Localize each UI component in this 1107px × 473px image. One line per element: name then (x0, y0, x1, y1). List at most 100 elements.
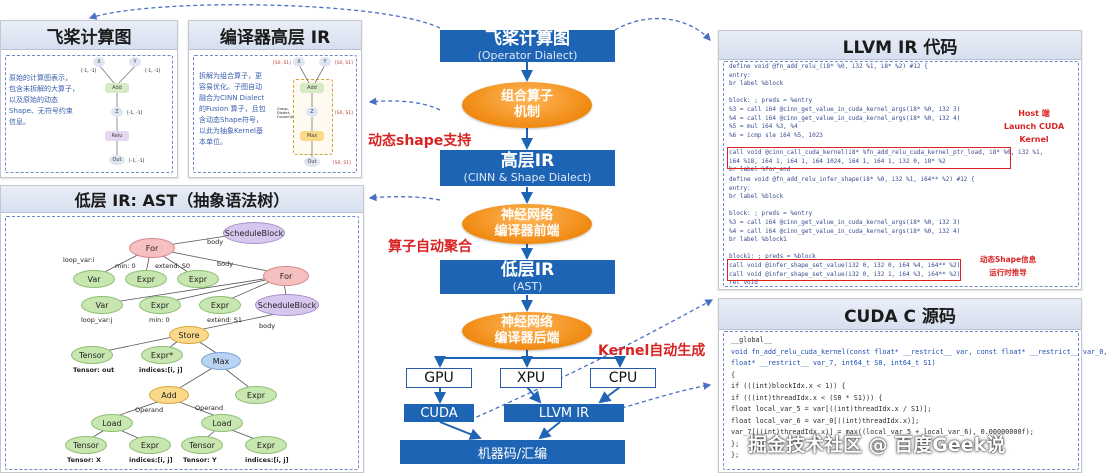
llvm-line: call void @infer_shape_set_value(i32 0, … (729, 270, 961, 278)
ast-label-operand2: Operand (195, 404, 224, 412)
ir-node-z: Z (306, 107, 318, 117)
llvm-shape-highlight (727, 259, 961, 281)
cuda-panel: CUDA C 源码 __global__ void fn_add_relu_cu… (718, 298, 1107, 473)
cuda-line: }; (731, 439, 740, 448)
ast-expr-ext2: Expr (199, 296, 241, 314)
ir-dim-z: [S0, S1] (335, 111, 353, 116)
ast-label-body1: body (207, 238, 224, 246)
ast-schedule-block-top: ScheduleBlock (223, 222, 285, 244)
ast-expr-idx2: Expr (245, 436, 287, 454)
dim-x: [-1, -1] (81, 69, 97, 74)
ir-node-add: Add (300, 83, 324, 93)
llvm-line: %5 = mul i64 %3, %4 (729, 123, 798, 131)
ast-for-inner: For (263, 266, 309, 286)
node-x: X (93, 57, 105, 67)
ast-schedule-block: ScheduleBlock (255, 294, 319, 316)
cuda-line: void fn_add_relu_cuda_kernel(const float… (731, 347, 1107, 356)
node-z: Z (111, 107, 123, 117)
ir-node-max: Max (300, 131, 324, 141)
cinn-ir-note: 拆解为组合算子，更 容易优化。子图自动 融合为CINN Dialect 的Fus… (199, 72, 266, 146)
cinn-ir-frame (193, 55, 357, 173)
cuda-line: }; (731, 451, 740, 459)
ast-label-body2: body (217, 260, 234, 268)
cuda-line: var_7[((int)threadIdx.x)] = max((local_v… (731, 428, 1034, 436)
paddle-graph-frame (5, 55, 173, 173)
ast-expr-zero: Expr (235, 386, 277, 404)
paddle-graph-note: 原始的计算图表示， 包含未拆解的大算子， 以及原始的动态 Shape、无符号约束… (9, 74, 79, 126)
ast-label-min0: min: 0 (115, 262, 136, 270)
codegen-cuda: CUDA (404, 404, 474, 422)
llvm-line: ret void (729, 279, 758, 287)
ast-label-tensor-out: Tensor: out (73, 366, 115, 374)
ast-frame (5, 216, 359, 470)
cuda-title: CUDA C 源码 (719, 299, 1081, 330)
node-out: Out (109, 155, 125, 165)
ir-node-y: Y (319, 57, 331, 67)
ast-label-operand1: Operand (135, 406, 164, 414)
cuda-line: if (((int)blockIdx.x < 1)) { (731, 382, 846, 390)
ast-label-indices2: indices:[i, j] (129, 456, 173, 464)
paddle-graph-panel: 飞桨计算图 原始的计算图表示， 包含未拆解的大算子， 以及原始的动态 Shape… (0, 20, 178, 178)
ir-node-x: X (293, 57, 305, 67)
ast-expr-idx1: Expr (129, 436, 171, 454)
ast-max: Max (201, 352, 241, 370)
llvm-line: define void @fn_add_relu_infer_shape(i8*… (729, 176, 975, 183)
dim-z: [-1, -1] (127, 111, 143, 116)
llvm-line: br label %block1 (729, 236, 787, 244)
llvm-line: define void @fn_add_relu_(i8* %0, i32 %1… (729, 63, 928, 70)
ast-label-loop-var-j: loop_var:j (81, 316, 113, 324)
llvm-line: br label %for_end (729, 166, 791, 174)
ir-dim-x: [S0, S1] (273, 61, 291, 66)
llvm-ir-frame (723, 61, 1079, 287)
ast-tensor-x: Tensor (65, 436, 107, 454)
ast-store: Store (169, 326, 209, 344)
llvm-line: br label %block (729, 80, 784, 88)
ast-var-j: Var (81, 296, 123, 314)
cinn-ir-panel: 编译器高层 IR 拆解为组合算子，更 容易优化。子图自动 融合为CINN Dia… (188, 20, 362, 178)
cinn-ir-edges (298, 64, 326, 157)
llvm-line: %4 = call i64 @cinn_get_value_in_cuda_ke… (729, 114, 961, 122)
ast-load-1: Load (91, 414, 133, 432)
ast-label-loop-var-i: loop_var:i (63, 256, 95, 264)
llvm-line: i64 %18, i64 1, i64 1, i64 1024, i64 1, … (729, 157, 946, 165)
label-auto-fusion: 算子自动聚合 (388, 239, 472, 255)
target-xpu: XPU (500, 368, 562, 388)
pipeline-backend: 神经网络 编译器后端 (462, 312, 592, 350)
ast-var-i: Var (73, 270, 115, 288)
ast-label-tensor-y: Tensor: Y (183, 456, 217, 464)
dim-out: [-1, -1] (129, 159, 145, 164)
label-dynamic-shape: 动态shape支持 (368, 133, 472, 149)
llvm-ir-panel: LLVM IR 代码 define void @fn_add_relu_(i8*… (718, 30, 1082, 290)
ast-label-indices1: indices:[i, j] (139, 366, 183, 374)
target-gpu: GPU (406, 368, 472, 388)
pipeline-high-ir: 高层IR (CINN & Shape Dialect) (440, 150, 615, 186)
ast-tensor-y: Tensor (181, 436, 223, 454)
node-relu: Relu (105, 131, 129, 141)
cuda-line: float local_var_5 = var[((int)threadIdx.… (731, 405, 932, 413)
cuda-frame (723, 331, 1079, 470)
ast-for-top: For (129, 238, 175, 258)
pipeline-frontend: 神经网络 编译器前端 (462, 204, 592, 244)
pipeline-paddle-graph: 飞桨计算图 (Operator Dialect) (440, 29, 615, 62)
ast-title: 低层 IR: AST（抽象语法树） (1, 186, 363, 213)
llvm-line: block1: ; preds = %block (729, 253, 816, 261)
llvm-line: entry: (729, 184, 751, 192)
paddle-graph-edges (98, 64, 137, 155)
ast-expr-min0b: Expr (139, 296, 181, 314)
cuda-line: float local_var_6 = var_0[((int)threadId… (731, 416, 920, 425)
ast-expr-star: Expr* (141, 346, 183, 364)
ast-label-extend-s1: extend: S1 (207, 316, 243, 324)
ir-node-out: Out (304, 157, 320, 167)
llvm-line: br label %block (729, 193, 784, 201)
pipeline-combine-op: 组合算子 机制 (462, 82, 592, 128)
pipeline-low-ir: 低层IR (AST) (440, 260, 615, 294)
cuda-line: { (731, 370, 736, 379)
llvm-line: block: ; preds = %entry (729, 97, 813, 105)
ast-expr-ext: Expr (177, 270, 219, 288)
llvm-line: entry: (729, 71, 751, 79)
fusion-group-label: Group-Dialect-FusionOp (277, 107, 294, 119)
ir-dim-y: [S0, S1] (335, 61, 353, 66)
target-cpu: CPU (590, 368, 656, 388)
ir-dim-out: [S0, S1] (333, 161, 351, 166)
llvm-line: call void @infer_shape_set_value(i32 0, … (729, 262, 961, 269)
